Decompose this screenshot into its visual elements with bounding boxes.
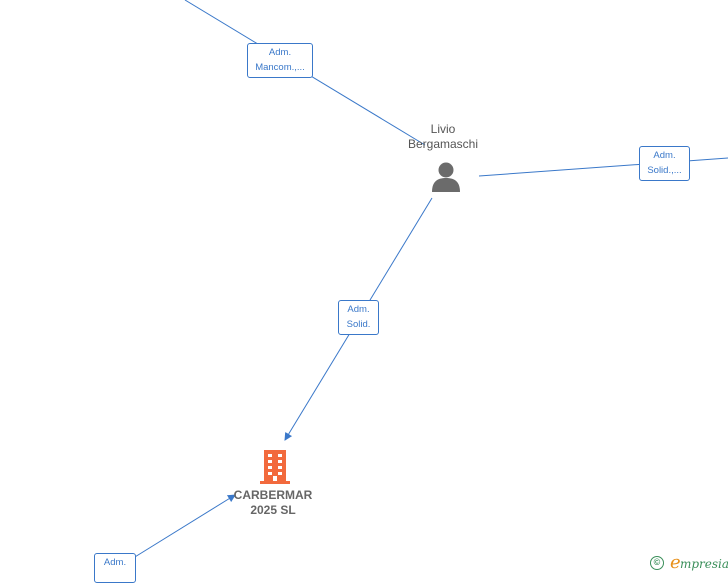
logo-initial: e [670,552,681,573]
edge-label-line1: Adm. [653,150,676,161]
edge-label-adm-bottom[interactable]: Adm. [94,553,136,583]
edge-label-adm-mancom[interactable]: Adm. Mancom.,... [247,43,313,78]
person-name-line2: Bergamaschi [407,137,479,151]
copyright-icon: © [650,556,664,570]
edge-line-solid-right [478,157,728,177]
company-name-line1: CARBERMAR [233,488,313,502]
edge-label-line2: Solid. [346,319,371,330]
edge-label-adm-solid-right[interactable]: Adm. Solid.,... [639,146,690,181]
edge-label-line2: Solid.,... [647,165,682,176]
edge-label-line1: Adm. [347,304,370,315]
building-icon[interactable] [258,448,292,484]
edge-label-line1: Adm. [268,47,292,58]
edge-label-line2: Mancom.,... [255,62,305,73]
person-icon[interactable] [430,162,462,192]
person-name-line1: Livio [430,122,456,136]
edge-label-adm-solid[interactable]: Adm. Solid. [338,300,379,335]
company-name-line2: 2025 SL [250,503,296,517]
logo-wordmark: mpresia [680,557,728,571]
edge-label-line1: Adm. [103,557,127,568]
empresia-logo: © e mpresia [650,552,728,575]
edge-line-bottom-left [129,494,236,561]
company-node-label[interactable]: CARBERMAR 2025 SL [218,488,328,518]
person-node-label[interactable]: Livio Bergamaschi [393,122,493,152]
